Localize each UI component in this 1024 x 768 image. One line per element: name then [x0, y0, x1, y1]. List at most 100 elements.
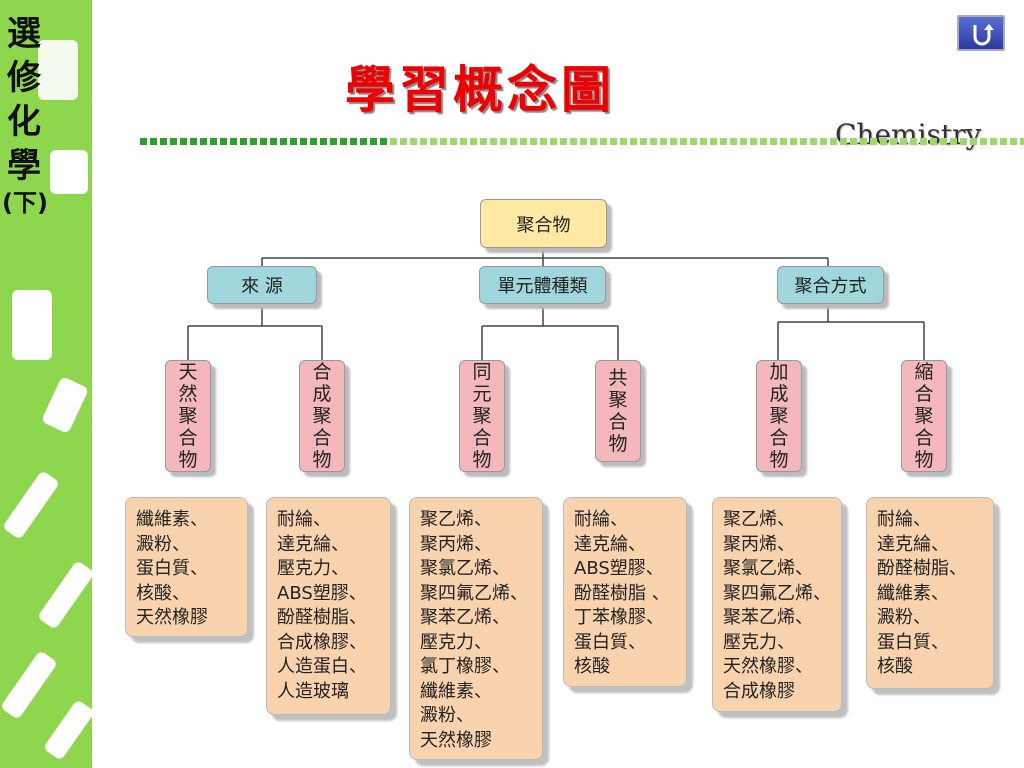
- vertical-char: 合: [914, 427, 934, 449]
- example-item: 人造玻璃: [277, 680, 349, 702]
- examples-condensation: 耐綸、達克綸、酚醛樹脂、纖維素、澱粉、蛋白質、核酸: [866, 497, 994, 689]
- example-item: 纖維素、: [877, 582, 949, 604]
- vertical-char: 共: [608, 367, 628, 389]
- example-item: 聚乙烯、: [723, 509, 795, 530]
- example-item: 核酸、: [136, 582, 190, 604]
- example-item: 酚醛樹脂、: [277, 607, 367, 628]
- example-item: ABS塑膠、: [574, 558, 664, 579]
- example-item: 澱粉、: [420, 705, 474, 726]
- example-item: 澱粉、: [136, 533, 190, 555]
- vertical-char: 合: [914, 383, 934, 405]
- example-item: ABS塑膠、: [277, 582, 367, 604]
- example-item: 丁苯橡膠、: [574, 607, 664, 628]
- vertical-char: 合: [769, 427, 789, 449]
- example-item: 蛋白質、: [877, 631, 949, 653]
- vertical-char: 物: [472, 449, 492, 471]
- example-item: 聚苯乙烯、: [723, 607, 813, 628]
- decorative-dotted-line: [140, 137, 1024, 147]
- root-node: 聚合物: [480, 199, 607, 248]
- example-item: 核酸: [877, 656, 913, 677]
- sidebar-decoration: [12, 290, 52, 360]
- sidebar-title-char: 選: [7, 14, 41, 54]
- examples-natural: 纖維素、澱粉、蛋白質、核酸、天然橡膠: [125, 497, 248, 637]
- category-source: 來 源: [207, 266, 317, 304]
- vertical-char: 聚: [472, 405, 492, 427]
- example-item: 纖維素、: [420, 680, 492, 702]
- category-polymerization-method: 聚合方式: [777, 266, 884, 304]
- example-item: 達克綸、: [277, 533, 349, 555]
- vertical-char: 合: [608, 411, 628, 433]
- example-item: 天然橡膠: [420, 729, 492, 751]
- sidebar: 選修化學 (下): [0, 0, 96, 768]
- example-item: 達克綸、: [574, 533, 646, 555]
- sidebar-title-char: 學: [7, 146, 41, 186]
- example-item: 聚氯乙烯、: [420, 558, 510, 579]
- examples-addition: 聚乙烯、聚丙烯、聚氯乙烯、聚四氟乙烯、聚苯乙烯、壓克力、天然橡膠、合成橡膠: [712, 497, 842, 712]
- vertical-char: 聚: [178, 405, 198, 427]
- example-item: 天然橡膠、: [723, 656, 813, 677]
- sidebar-title-char: (下): [2, 189, 48, 217]
- examples-copolymer: 耐綸、達克綸、 ABS塑膠、酚醛樹脂 、丁苯橡膠、蛋白質、核酸: [563, 497, 687, 687]
- vertical-char: 縮: [914, 361, 934, 383]
- vertical-char: 同: [472, 361, 492, 383]
- vertical-char: 加: [769, 361, 789, 383]
- example-item: 聚丙烯、: [420, 533, 492, 555]
- example-item: 聚乙烯、: [420, 509, 492, 530]
- vertical-char: 物: [769, 449, 789, 471]
- example-item: 耐綸、: [574, 509, 628, 530]
- sidebar-title: 選修化學 (下): [2, 12, 48, 218]
- vertical-char: 合: [178, 427, 198, 449]
- vertical-char: 聚: [312, 405, 332, 427]
- example-item: 聚四氟乙烯、: [723, 582, 831, 604]
- subcategory-addition: 加成聚合物: [756, 360, 802, 472]
- example-item: 耐綸、: [277, 509, 331, 530]
- example-item: 耐綸、: [877, 509, 931, 530]
- example-item: 氯丁橡膠、: [420, 656, 510, 677]
- vertical-char: 聚: [769, 405, 789, 427]
- example-item: 聚四氟乙烯、: [420, 582, 528, 604]
- subcategory-copolymer: 共聚合物: [595, 360, 641, 462]
- example-item: 澱粉、: [877, 607, 931, 628]
- example-item: 核酸: [574, 656, 610, 677]
- vertical-char: 合: [312, 361, 332, 383]
- sidebar-decoration: [38, 40, 78, 100]
- example-item: 酚醛樹脂、: [877, 558, 967, 579]
- example-item: 合成橡膠、: [277, 631, 367, 653]
- vertical-char: 聚: [608, 389, 628, 411]
- vertical-char: 物: [608, 433, 628, 455]
- subcategory-condensation: 縮合聚合物: [901, 360, 947, 472]
- vertical-char: 聚: [914, 405, 934, 427]
- subcategory-natural: 天然聚合物: [165, 360, 211, 472]
- vertical-char: 天: [178, 361, 198, 383]
- example-item: 纖維素、: [136, 509, 208, 530]
- example-item: 酚醛樹脂 、: [574, 582, 670, 604]
- back-button[interactable]: [957, 15, 1005, 51]
- vertical-char: 成: [769, 383, 789, 405]
- vertical-char: 合: [472, 427, 492, 449]
- subcategory-synthetic: 合成聚合物: [299, 360, 345, 472]
- sidebar-title-char: 修: [7, 58, 41, 98]
- sidebar-title-char: 化: [7, 102, 41, 142]
- vertical-char: 物: [914, 449, 934, 471]
- examples-homopolymer: 聚乙烯、聚丙烯、聚氯乙烯、聚四氟乙烯、聚苯乙烯、壓克力、氯丁橡膠、纖維素、澱粉、…: [409, 497, 543, 760]
- category-monomer-type: 單元體種類: [479, 266, 606, 304]
- u-turn-arrow-icon: [973, 24, 994, 46]
- vertical-char: 物: [178, 449, 198, 471]
- vertical-char: 合: [312, 427, 332, 449]
- examples-synthetic: 耐綸、達克綸、壓克力、 ABS塑膠、酚醛樹脂、合成橡膠、人造蛋白、人造玻璃: [266, 497, 391, 715]
- example-item: 聚苯乙烯、: [420, 607, 510, 628]
- sidebar-decoration: [50, 150, 88, 194]
- subcategory-homopolymer: 同元聚合物: [459, 360, 505, 472]
- example-item: 壓克力、: [277, 558, 349, 579]
- example-item: 天然橡膠: [136, 607, 208, 628]
- example-item: 蛋白質、: [574, 631, 646, 653]
- example-item: 壓克力、: [420, 631, 492, 653]
- vertical-char: 物: [312, 449, 332, 471]
- example-item: 聚丙烯、: [723, 533, 795, 555]
- example-item: 人造蛋白、: [277, 656, 367, 677]
- example-item: 合成橡膠: [723, 680, 795, 702]
- vertical-char: 然: [178, 383, 198, 405]
- vertical-char: 成: [312, 383, 332, 405]
- page-title: 學習概念圖: [345, 60, 615, 119]
